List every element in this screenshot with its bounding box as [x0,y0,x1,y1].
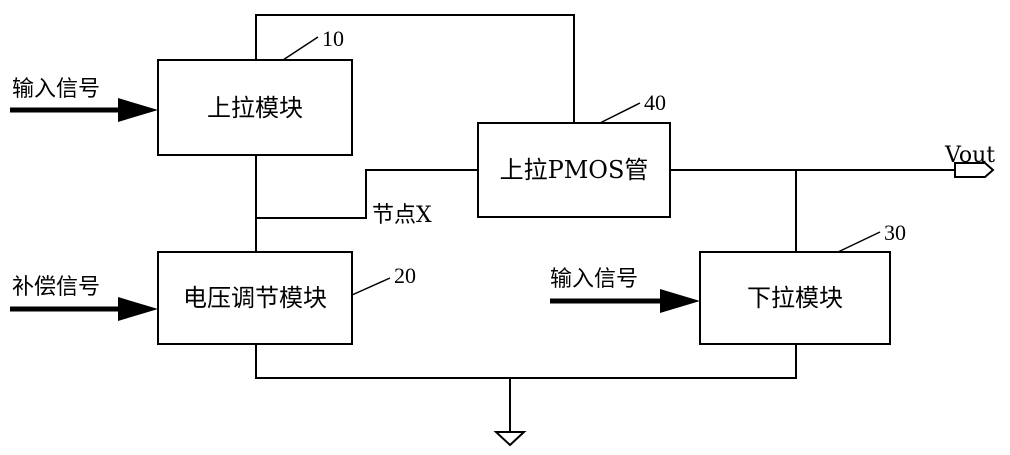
pullup-module [157,59,353,156]
pulldown-module [699,251,891,345]
pmos-module-label: 上拉PMOS管 [500,156,649,184]
wire-pullup-to-pmos-top [255,14,575,123]
ground-icon [493,431,527,447]
pmos-ref-leader [599,102,641,124]
voltage-adjust-ref-number: 20 [394,263,416,288]
pulldown-ref-number: 30 [884,220,906,245]
wire-node-x-to-pmos [256,169,478,219]
voltage-adjust-ref-leader [351,277,391,296]
voltage-adjust-module-label: 电压调节模块 [183,284,327,312]
compensation-signal-label: 补偿信号 [12,275,100,300]
input-signal-bottom-arrow [550,289,700,313]
vout-label: Vout [944,143,995,168]
node-x-label: 节点X [372,203,432,228]
voltage-adjust-module [157,251,353,345]
pmos-ref-number: 40 [644,90,666,115]
wire-ground-rail [255,344,797,379]
compensation-signal-arrow [10,297,158,321]
pulldown-ref-leader [837,231,881,253]
pullup-ref-number: 10 [322,26,344,51]
wires [255,14,955,432]
pullup-ref-leader [282,36,319,61]
input-signal-top-label: 输入信号 [12,77,100,102]
vout-terminal-icon [954,162,995,178]
input-signal-bottom-label: 输入信号 [550,267,638,292]
input-signal-top-arrow [10,98,158,122]
pullup-module-label: 上拉模块 [207,94,303,122]
pulldown-module-label: 下拉模块 [747,284,843,312]
pmos-module [477,122,671,218]
